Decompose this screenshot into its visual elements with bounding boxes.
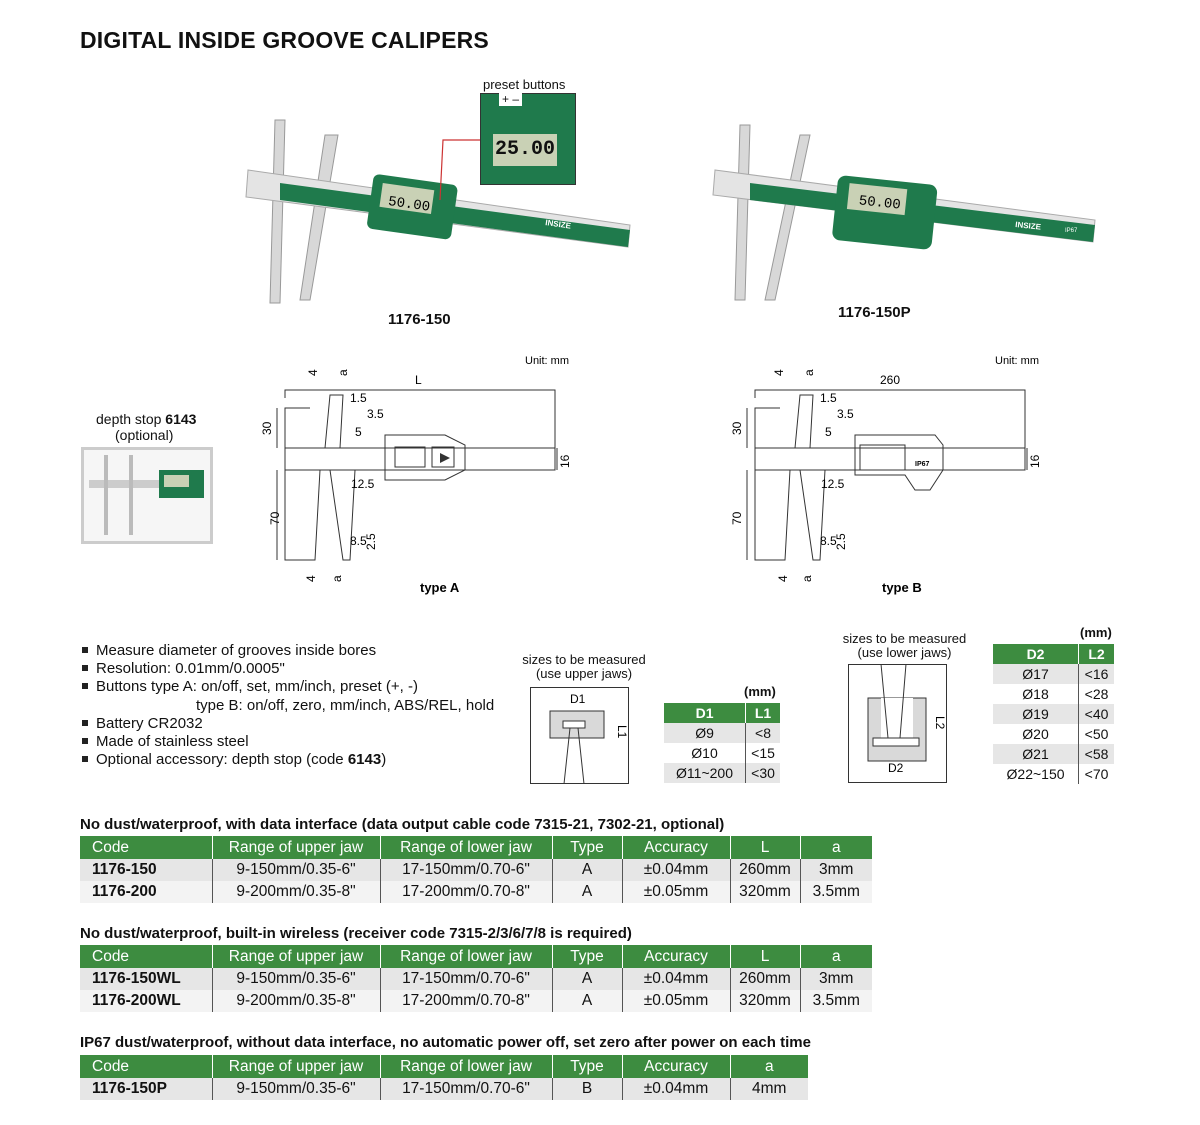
feature-list: Measure diameter of grooves inside bores… bbox=[80, 642, 494, 769]
table-caption: IP67 dust/waterproof, without data inter… bbox=[80, 1034, 811, 1051]
svg-text:5: 5 bbox=[355, 425, 362, 439]
svg-text:a: a bbox=[802, 369, 816, 376]
svg-text:30: 30 bbox=[730, 421, 744, 435]
upper-sizes-label: sizes to be measured(use upper jaws) bbox=[522, 652, 646, 681]
upper-unit: (mm) bbox=[744, 684, 776, 699]
svg-text:2.5: 2.5 bbox=[834, 533, 848, 550]
feature-item: Battery CR2032 bbox=[80, 715, 494, 733]
type-a-label: type A bbox=[420, 580, 460, 595]
svg-text:a: a bbox=[330, 575, 344, 582]
svg-text:70: 70 bbox=[730, 511, 744, 525]
svg-text:4: 4 bbox=[772, 369, 786, 376]
svg-text:16: 16 bbox=[558, 454, 572, 468]
svg-text:5: 5 bbox=[825, 425, 832, 439]
depth-stop-label: depth stop 6143 bbox=[96, 411, 197, 427]
feature-item: Optional accessory: depth stop (code 614… bbox=[80, 751, 494, 769]
svg-text:IP67: IP67 bbox=[915, 461, 930, 468]
brand-logo: INSIZE bbox=[1015, 220, 1042, 232]
svg-text:3.5: 3.5 bbox=[367, 407, 384, 421]
feature-item: Buttons type A: on/off, set, mm/inch, pr… bbox=[80, 678, 494, 696]
feature-item: type B: on/off, zero, mm/inch, ABS/REL, … bbox=[196, 696, 495, 714]
svg-text:a: a bbox=[336, 369, 350, 376]
preset-display: 25.00 bbox=[493, 134, 557, 166]
svg-text:2.5: 2.5 bbox=[364, 533, 378, 550]
svg-text:Unit: mm: Unit: mm bbox=[525, 355, 569, 367]
ip67-mark: IP67 bbox=[1065, 228, 1078, 234]
svg-text:4: 4 bbox=[306, 369, 320, 376]
svg-text:L: L bbox=[415, 373, 422, 387]
svg-text:1.5: 1.5 bbox=[820, 391, 837, 405]
preset-signs: + – bbox=[499, 92, 523, 106]
display-reading: 50.00 bbox=[858, 193, 901, 213]
svg-text:L2: L2 bbox=[933, 716, 947, 730]
svg-text:8.5: 8.5 bbox=[820, 534, 837, 548]
table-caption: No dust/waterproof, with data interface … bbox=[80, 816, 725, 833]
depth-stop-image bbox=[81, 447, 213, 544]
svg-text:4: 4 bbox=[776, 575, 790, 582]
svg-text:Unit: mm: Unit: mm bbox=[995, 355, 1039, 367]
svg-text:D1: D1 bbox=[570, 692, 586, 706]
svg-text:30: 30 bbox=[260, 421, 274, 435]
svg-text:12.5: 12.5 bbox=[351, 477, 375, 491]
type-b-label: type B bbox=[882, 580, 922, 595]
display-reading: 50.00 bbox=[387, 194, 431, 216]
svg-text:16: 16 bbox=[1028, 454, 1042, 468]
table-caption: No dust/waterproof, built-in wireless (r… bbox=[80, 925, 632, 942]
svg-text:12.5: 12.5 bbox=[821, 477, 845, 491]
svg-text:1.5: 1.5 bbox=[350, 391, 367, 405]
lower-unit: (mm) bbox=[1080, 625, 1112, 640]
preset-buttons-label: preset buttons bbox=[483, 77, 566, 92]
svg-text:8.5: 8.5 bbox=[350, 534, 367, 548]
svg-text:3.5: 3.5 bbox=[837, 407, 854, 421]
technical-drawing-type-b: IP67 260 Unit: mm 1.5 3.5 5 12.5 8.5 2.5… bbox=[730, 355, 1042, 595]
feature-item: Measure diameter of grooves inside bores bbox=[80, 642, 494, 660]
technical-drawing-type-a: L Unit: mm 1.5 3.5 5 12.5 8.5 2.5 30 70 … bbox=[260, 355, 572, 595]
upper-jaws-diagram: D1 L1 bbox=[530, 687, 629, 785]
caliper-photo-type-b: 50.00 INSIZE IP67 bbox=[712, 124, 1096, 301]
feature-item: Resolution: 0.01mm/0.0005" bbox=[80, 660, 494, 678]
svg-text:4: 4 bbox=[304, 575, 318, 582]
feature-item: Made of stainless steel bbox=[80, 733, 494, 751]
svg-text:260: 260 bbox=[880, 373, 900, 387]
model-label-b: 1176-150P bbox=[838, 304, 911, 321]
depth-stop-optional: (optional) bbox=[115, 427, 174, 443]
svg-text:D2: D2 bbox=[888, 761, 904, 775]
caliper-photo-type-a: 50.00 INSIZE bbox=[245, 119, 631, 304]
svg-text:L1: L1 bbox=[615, 725, 629, 739]
page-title: DIGITAL INSIDE GROOVE CALIPERS bbox=[80, 27, 489, 53]
svg-text:70: 70 bbox=[268, 511, 282, 525]
lower-jaws-diagram: D2 L2 bbox=[848, 664, 947, 783]
lower-sizes-label: sizes to be measured(use lower jaws) bbox=[842, 631, 967, 660]
preset-buttons-closeup: + – 25.00 bbox=[480, 92, 576, 185]
model-label-a: 1176-150 bbox=[388, 311, 451, 328]
svg-text:a: a bbox=[800, 575, 814, 582]
brand-logo: INSIZE bbox=[545, 218, 572, 231]
